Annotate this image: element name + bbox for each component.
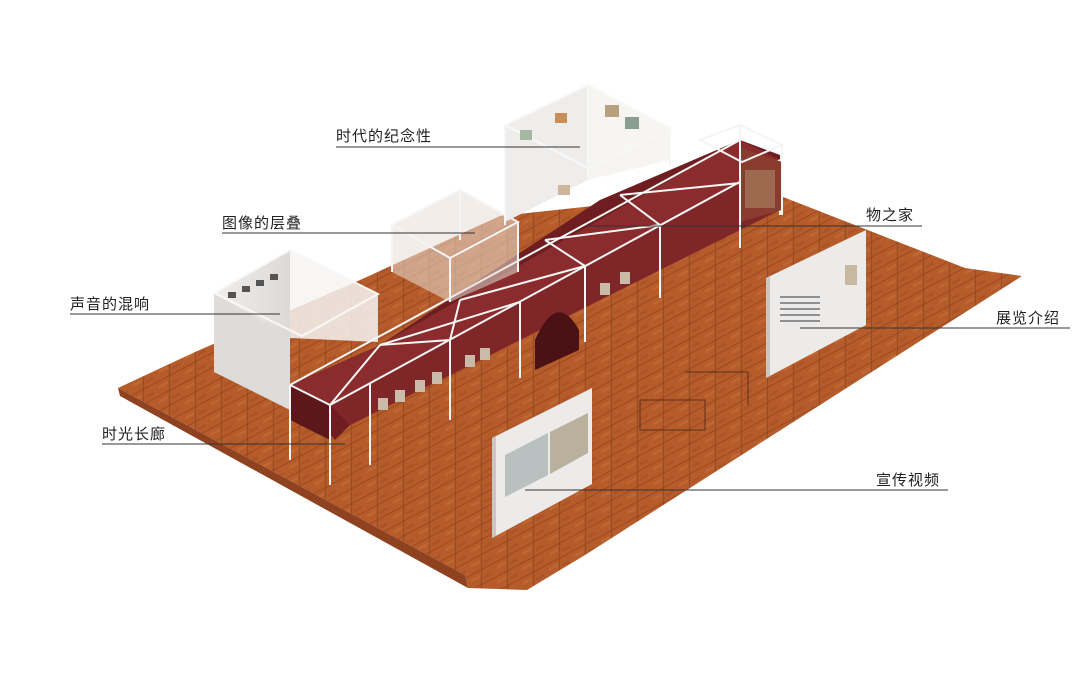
label-promo-video: 宣传视频: [876, 471, 941, 489]
sound-room: [211, 248, 381, 410]
leader-lines: [70, 146, 1070, 491]
label-exhibition-intro: 展览介绍: [996, 309, 1061, 327]
era-memorial-room: [502, 83, 673, 225]
promo-video-panel: [492, 388, 592, 538]
label-time-corridor: 时光长廊: [102, 425, 167, 443]
label-sound-mix: 声音的混响: [70, 295, 151, 313]
exhibition-intro-panel: [766, 230, 866, 378]
wood-floor-edge: [118, 388, 468, 588]
house-of-objects: [697, 123, 785, 248]
label-image-overlay: 图像的层叠: [222, 214, 303, 232]
label-house-of-objects: 物之家: [866, 206, 915, 224]
label-era-memorial: 时代的纪念性: [336, 127, 433, 145]
image-overlay-room: [389, 188, 521, 302]
